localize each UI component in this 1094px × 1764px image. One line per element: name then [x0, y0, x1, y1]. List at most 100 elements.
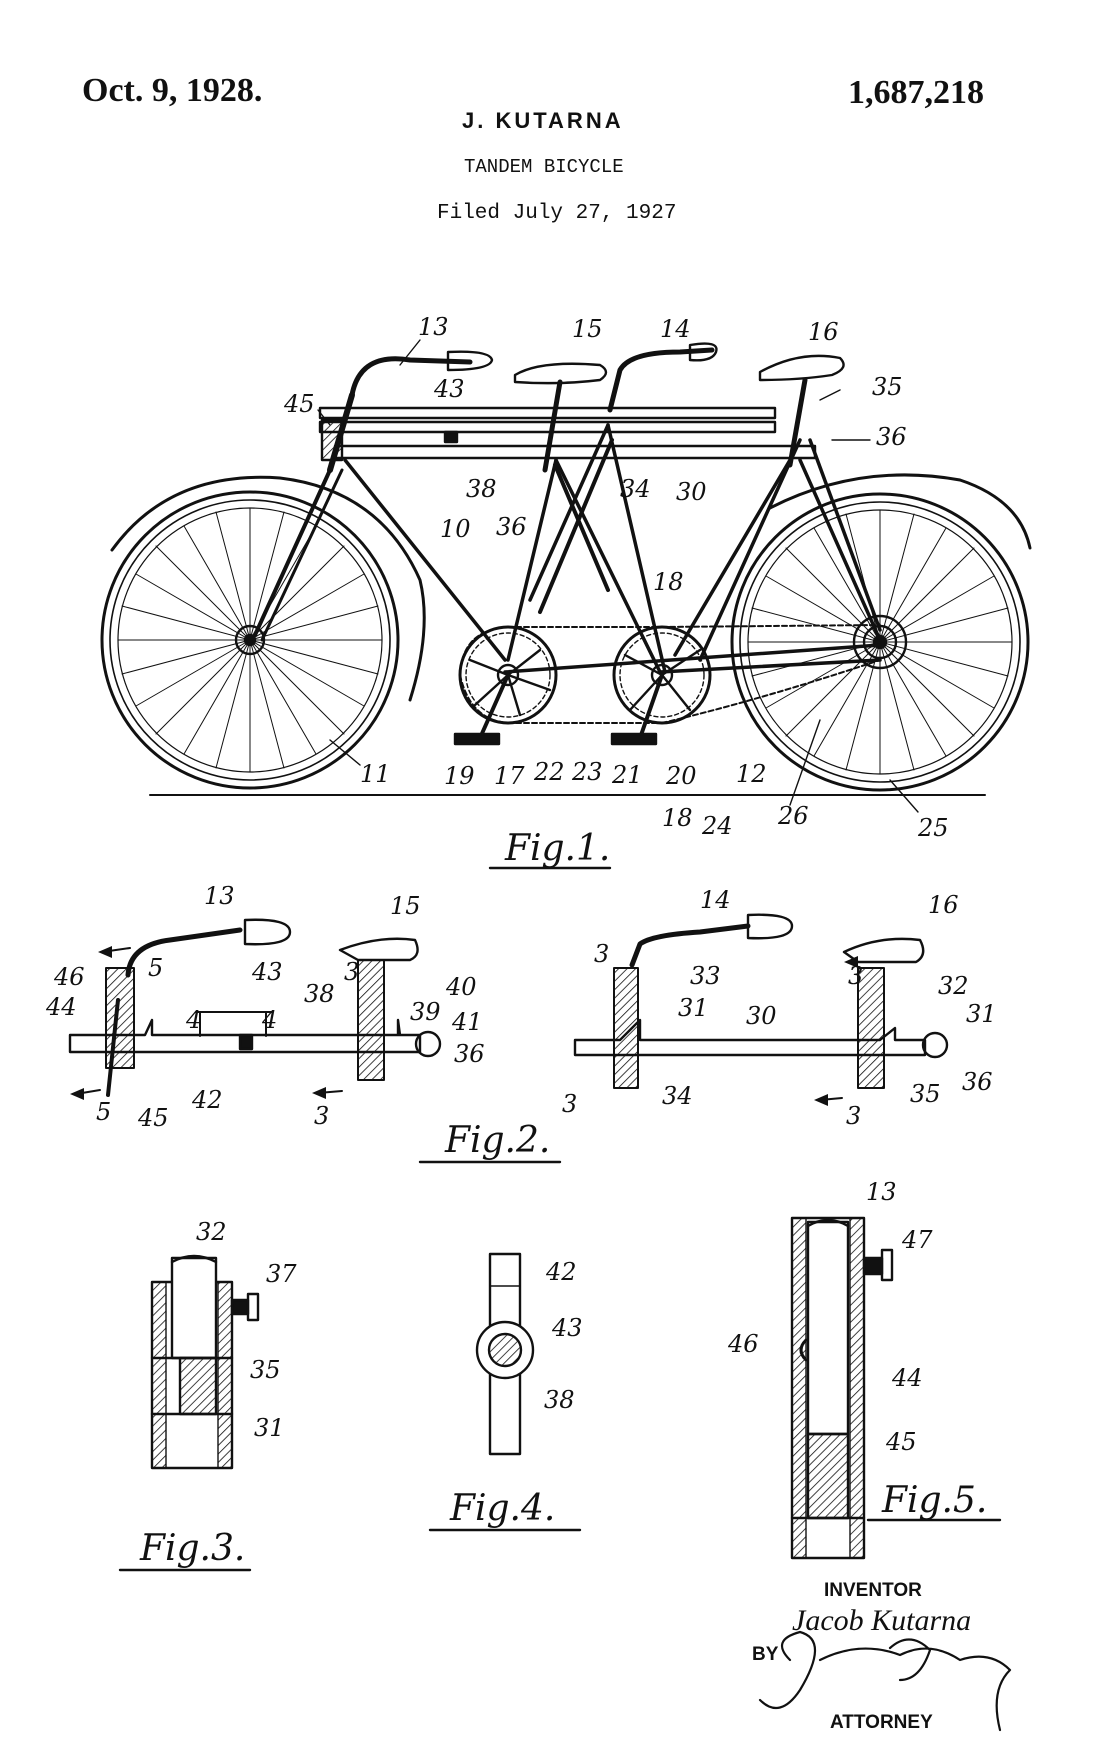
- fig3-label: Fig.3.: [139, 1528, 245, 1569]
- ref: 44: [891, 1364, 923, 1392]
- fig5-reference-numerals: 13 47 46 44 45: [727, 1178, 933, 1456]
- attorney-signature: [758, 1630, 1012, 1732]
- ref: 42: [191, 1086, 223, 1114]
- ref: 46: [727, 1330, 759, 1358]
- ref: 47: [901, 1226, 933, 1254]
- ref: 32: [196, 1218, 227, 1246]
- by-label: BY: [752, 1644, 779, 1665]
- fig2-label: Fig.2.: [444, 1120, 550, 1161]
- inventor-label: INVENTOR: [824, 1580, 922, 1601]
- ref: 3: [562, 1090, 577, 1118]
- fig5-section: [790, 1216, 894, 1560]
- frame-tubes: [343, 423, 882, 674]
- ref: 14: [660, 315, 691, 343]
- ref: 25: [917, 814, 949, 842]
- ref: 20: [665, 762, 697, 790]
- front-handlebar: [349, 356, 473, 398]
- fig2-bars-detail: [68, 913, 949, 1106]
- ref: 24: [701, 812, 733, 840]
- ref: 3: [344, 958, 359, 986]
- ref: 10: [440, 515, 471, 543]
- front-wheel: [100, 475, 426, 790]
- ref: 39: [410, 998, 441, 1026]
- patent-number: 1,687,218: [848, 74, 984, 111]
- ref: 16: [928, 891, 959, 919]
- ref: 3: [314, 1102, 329, 1130]
- ref: 11: [360, 760, 391, 788]
- ref: 31: [254, 1414, 285, 1442]
- fig2-reference-numerals: 13 15 5 46 44 43 4 4 38 3 40 39 41 36 42…: [45, 882, 997, 1132]
- ref: 32: [938, 972, 969, 1000]
- attorney-label: ATTORNEY: [830, 1712, 933, 1733]
- ref: 17: [494, 762, 525, 790]
- ref: 3: [846, 1102, 861, 1130]
- ref: 34: [620, 475, 651, 503]
- ref: 44: [45, 993, 77, 1021]
- ref: 37: [266, 1260, 297, 1288]
- ref: 23: [571, 758, 603, 786]
- chains: [459, 624, 881, 724]
- ref: 18: [653, 568, 684, 596]
- head-tube-fork: [253, 392, 355, 642]
- ref: 45: [283, 390, 315, 418]
- ref: 13: [418, 313, 449, 341]
- fig3-reference-numerals: 32 37 35 31: [196, 1218, 297, 1442]
- ref: 35: [910, 1080, 941, 1108]
- ref: 3: [848, 962, 863, 990]
- inventor-short-name: J. KUTARNA: [462, 108, 624, 133]
- top-bars: [318, 406, 817, 460]
- front-seat: [513, 362, 608, 385]
- ref: 18: [662, 804, 693, 832]
- rear-handlebar: [607, 347, 715, 413]
- ref: 21: [611, 761, 643, 789]
- inventor-name: Jacob Kutarna: [792, 1604, 972, 1637]
- ref: 31: [678, 994, 709, 1022]
- ref: 36: [962, 1068, 993, 1096]
- ref: 41: [451, 1008, 483, 1036]
- ref: 19: [444, 762, 475, 790]
- ref: 36: [496, 513, 527, 541]
- patent-date: Oct. 9, 1928.: [82, 72, 263, 109]
- ref: 36: [454, 1040, 485, 1068]
- ref: 13: [866, 1178, 897, 1206]
- fig4-detail: [475, 1252, 535, 1456]
- rear-wheel: [730, 473, 1032, 792]
- ref: 46: [53, 963, 85, 991]
- ref: 38: [544, 1386, 575, 1414]
- ref: 22: [533, 758, 565, 786]
- ref: 42: [545, 1258, 577, 1286]
- ref: 35: [872, 373, 903, 401]
- patent-title: TANDEM BICYCLE: [464, 156, 624, 178]
- ref: 43: [551, 1314, 583, 1342]
- fig1-reference-numerals: 13 15 14 16 35 36 45 43 38 34 30 10 36 1…: [283, 313, 949, 842]
- ref: 13: [204, 882, 235, 910]
- ref: 43: [433, 375, 465, 403]
- filed-date: Filed July 27, 1927: [437, 202, 677, 225]
- ref: 35: [250, 1356, 281, 1384]
- fig1-tandem-bicycle: [100, 342, 1032, 796]
- ref: 5: [96, 1098, 111, 1126]
- fig1-label: Fig.1.: [504, 828, 610, 869]
- ref: 38: [466, 475, 497, 503]
- ref: 15: [572, 315, 603, 343]
- ref: 3: [594, 940, 609, 968]
- ref: 4: [185, 1006, 201, 1034]
- ref: 31: [966, 1000, 997, 1028]
- ref: 30: [746, 1002, 777, 1030]
- ref: 26: [777, 802, 809, 830]
- fig4-reference-numerals: 42 43 38: [544, 1258, 583, 1414]
- ref: 45: [137, 1104, 169, 1132]
- ref: 16: [808, 318, 839, 346]
- ref: 45: [885, 1428, 917, 1456]
- ref: 38: [304, 980, 335, 1008]
- ref: 40: [445, 973, 477, 1001]
- ref: 33: [690, 962, 721, 990]
- ref: 30: [676, 478, 707, 506]
- ref: 43: [251, 958, 283, 986]
- ref: 5: [148, 954, 163, 982]
- ref: 36: [876, 423, 907, 451]
- ref: 12: [736, 760, 767, 788]
- ref: 4: [261, 1006, 277, 1034]
- rear-seat: [758, 354, 845, 382]
